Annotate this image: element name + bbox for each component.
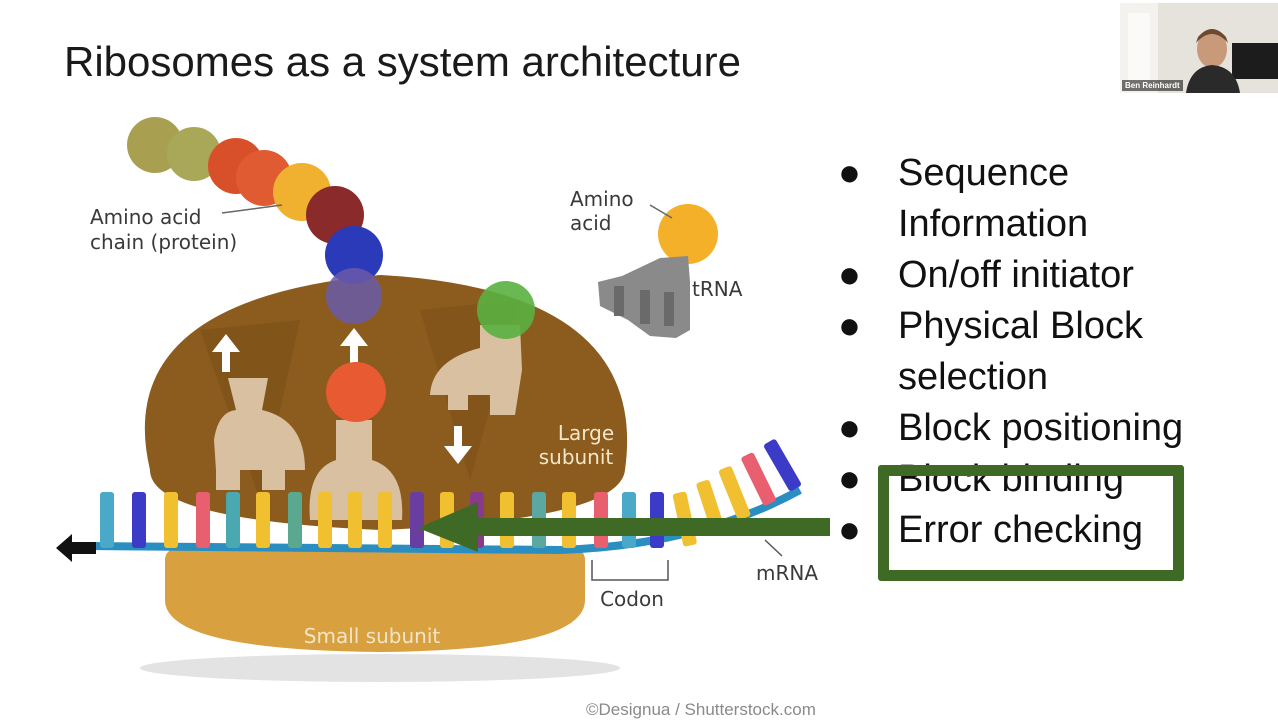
- free-trna: [598, 204, 718, 338]
- small-subunit-label: Small subunit: [304, 624, 441, 648]
- list-item: ●Block positioning: [838, 403, 1258, 454]
- bullet-icon: ●: [838, 254, 861, 296]
- list-item: ●Physical Block selection: [838, 301, 1258, 403]
- amino-acid-chain-label-line2: chain (protein): [90, 230, 237, 254]
- list-item: ●Error checking: [838, 505, 1258, 556]
- bullet-icon: ●: [838, 407, 861, 449]
- bullet-icon: ●: [838, 458, 861, 500]
- large-subunit-label-line2: subunit: [539, 445, 614, 469]
- amino-acid-chain: [127, 117, 386, 422]
- bullet-icon: ●: [838, 152, 861, 194]
- mrna-label: mRNA: [756, 561, 818, 585]
- list-item: ●Sequence Information: [838, 148, 1258, 250]
- amino-acid-label-line2: acid: [570, 211, 612, 235]
- codon-label: Codon: [600, 587, 664, 611]
- amino-acid-chain-label-line1: Amino acid: [90, 205, 202, 229]
- amino-acid-label-line1: Amino: [570, 187, 634, 211]
- arrow-down-right: [444, 426, 472, 464]
- highlight-box: [878, 465, 1184, 581]
- participant-name: Ben Reinhardt: [1122, 80, 1183, 91]
- feature-list: ●Sequence Information ●On/off initiator …: [838, 148, 1258, 556]
- codon-bracket: [591, 560, 669, 581]
- trna-entering: [430, 325, 522, 415]
- ribosome-diagram: Small subunit Large subunit: [56, 117, 830, 682]
- arrow-up-center: [340, 328, 368, 366]
- bullet-icon: ●: [838, 509, 861, 551]
- ground-shadow: [140, 654, 620, 682]
- arrow-up-left: [212, 334, 240, 372]
- slide-title: Ribosomes as a system architecture: [64, 38, 741, 85]
- participant-video-tile[interactable]: Ben Reinhardt: [1120, 3, 1278, 93]
- annotation-arrow: [418, 502, 830, 552]
- small-subunit: [165, 546, 585, 652]
- mrna-direction-arrow: [56, 534, 96, 562]
- image-credit: ©Designua / Shutterstock.com: [586, 700, 816, 719]
- trna-label: tRNA: [692, 277, 743, 301]
- trna-exit: [214, 378, 305, 490]
- participant-video-image: [1120, 3, 1278, 93]
- bullet-icon: ●: [838, 305, 861, 347]
- incoming-amino-acid: [477, 281, 535, 339]
- large-subunit-label-line1: Large: [558, 421, 614, 445]
- list-item: ●On/off initiator: [838, 250, 1258, 301]
